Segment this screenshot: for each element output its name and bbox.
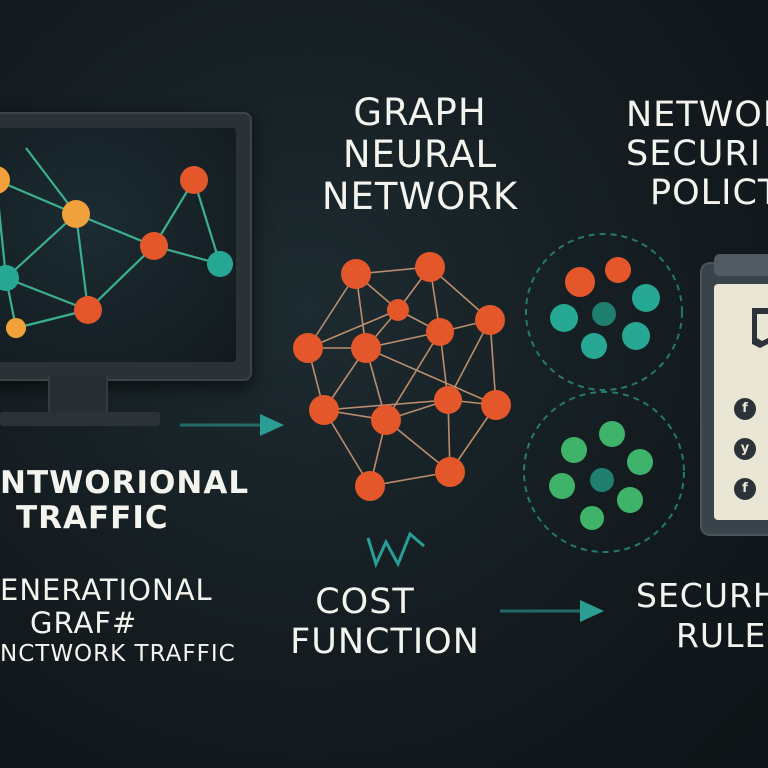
cluster-node [550, 304, 578, 332]
gnn-title-line3: NETWORK [321, 174, 519, 218]
policy-title-line3: POLICT [650, 173, 768, 214]
cluster-node [622, 322, 650, 350]
gnn-node [415, 252, 445, 282]
cluster-node [599, 421, 625, 447]
gnn-title-line2: NEURAL [342, 132, 498, 176]
input-traffic-label-line2: TRAFFIC [16, 499, 169, 536]
input-graph-label-line2: GRAF# [30, 606, 138, 641]
cluster-boundary-bottom [523, 391, 685, 553]
cluster-node [581, 333, 607, 359]
cluster-boundary-top [525, 233, 683, 391]
monitor-base [0, 412, 160, 426]
cluster-diagram [523, 233, 685, 553]
cluster-node [590, 468, 614, 492]
social-icon-facebook: f [734, 478, 756, 500]
monitor [0, 112, 252, 381]
security-rules-label: SECURH RULEF [636, 576, 768, 655]
gnn-node [426, 318, 454, 346]
cluster-node [605, 257, 631, 283]
input-graph-label-line1: ENERATIONAL [0, 573, 213, 607]
cost-function-label: COST FUNCTION [270, 582, 500, 663]
traffic-node [74, 296, 102, 324]
traffic-node [6, 318, 26, 338]
monitor-screen [0, 128, 236, 362]
security-rules-line2: RULEF [676, 615, 768, 655]
social-icon-twitter: y [734, 438, 756, 460]
gnn-node [475, 305, 505, 335]
cost-function-line2: FUNCTION [290, 622, 480, 663]
cluster-node [561, 437, 587, 463]
cluster-node [549, 473, 575, 499]
cost-function-line1: COST [315, 582, 415, 622]
gnn-node [351, 333, 381, 363]
gnn-node [293, 333, 323, 363]
gnn-node [481, 390, 511, 420]
clipboard-clip [714, 254, 768, 276]
cluster-node [565, 267, 595, 297]
gnn-node [435, 457, 465, 487]
traffic-node [207, 251, 233, 277]
gnn-node [309, 395, 339, 425]
traffic-node [62, 200, 90, 228]
policy-title-line1: NETWOL [626, 95, 768, 135]
monitor-stand [48, 376, 108, 418]
cluster-node [627, 449, 653, 475]
traffic-node [0, 166, 10, 194]
gnn-node [434, 386, 462, 414]
social-icon-facebook: f [734, 398, 756, 420]
gnn-node [355, 471, 385, 501]
cluster-node [617, 487, 643, 513]
input-traffic-label: NTWORIONAL TRAFFIC [0, 466, 249, 535]
cluster-node [632, 284, 660, 312]
cluster-node [580, 506, 604, 530]
gnn-graph [293, 252, 511, 501]
traffic-node [180, 166, 208, 194]
gnn-node [371, 405, 401, 435]
feedback-signal [366, 531, 425, 569]
arrow-to-rules [500, 600, 604, 622]
traffic-node [0, 265, 19, 291]
gnn-node [341, 259, 371, 289]
security-rules-line1: SECURH [636, 576, 768, 615]
gnn-title: GRAPH NEURAL NETWORK [300, 92, 540, 217]
policy-title-line2: SECURI [626, 134, 762, 175]
gnn-node [387, 299, 409, 321]
arrow-to-gnn [180, 414, 284, 436]
shield-icon [752, 308, 768, 348]
policy-title: NETWOL SECURI POLICT [626, 95, 768, 214]
input-traffic-label-line1: NTWORIONAL [0, 465, 250, 501]
traffic-graph [0, 147, 233, 338]
traffic-node [140, 232, 168, 260]
gnn-title-line1: GRAPH [353, 91, 487, 134]
input-graph-label-line3: NCTWORK TRAFFIC [0, 640, 236, 667]
cluster-node [592, 302, 616, 326]
input-graph-label: ENERATIONAL GRAF# NCTWORK TRAFFIC [0, 573, 236, 667]
